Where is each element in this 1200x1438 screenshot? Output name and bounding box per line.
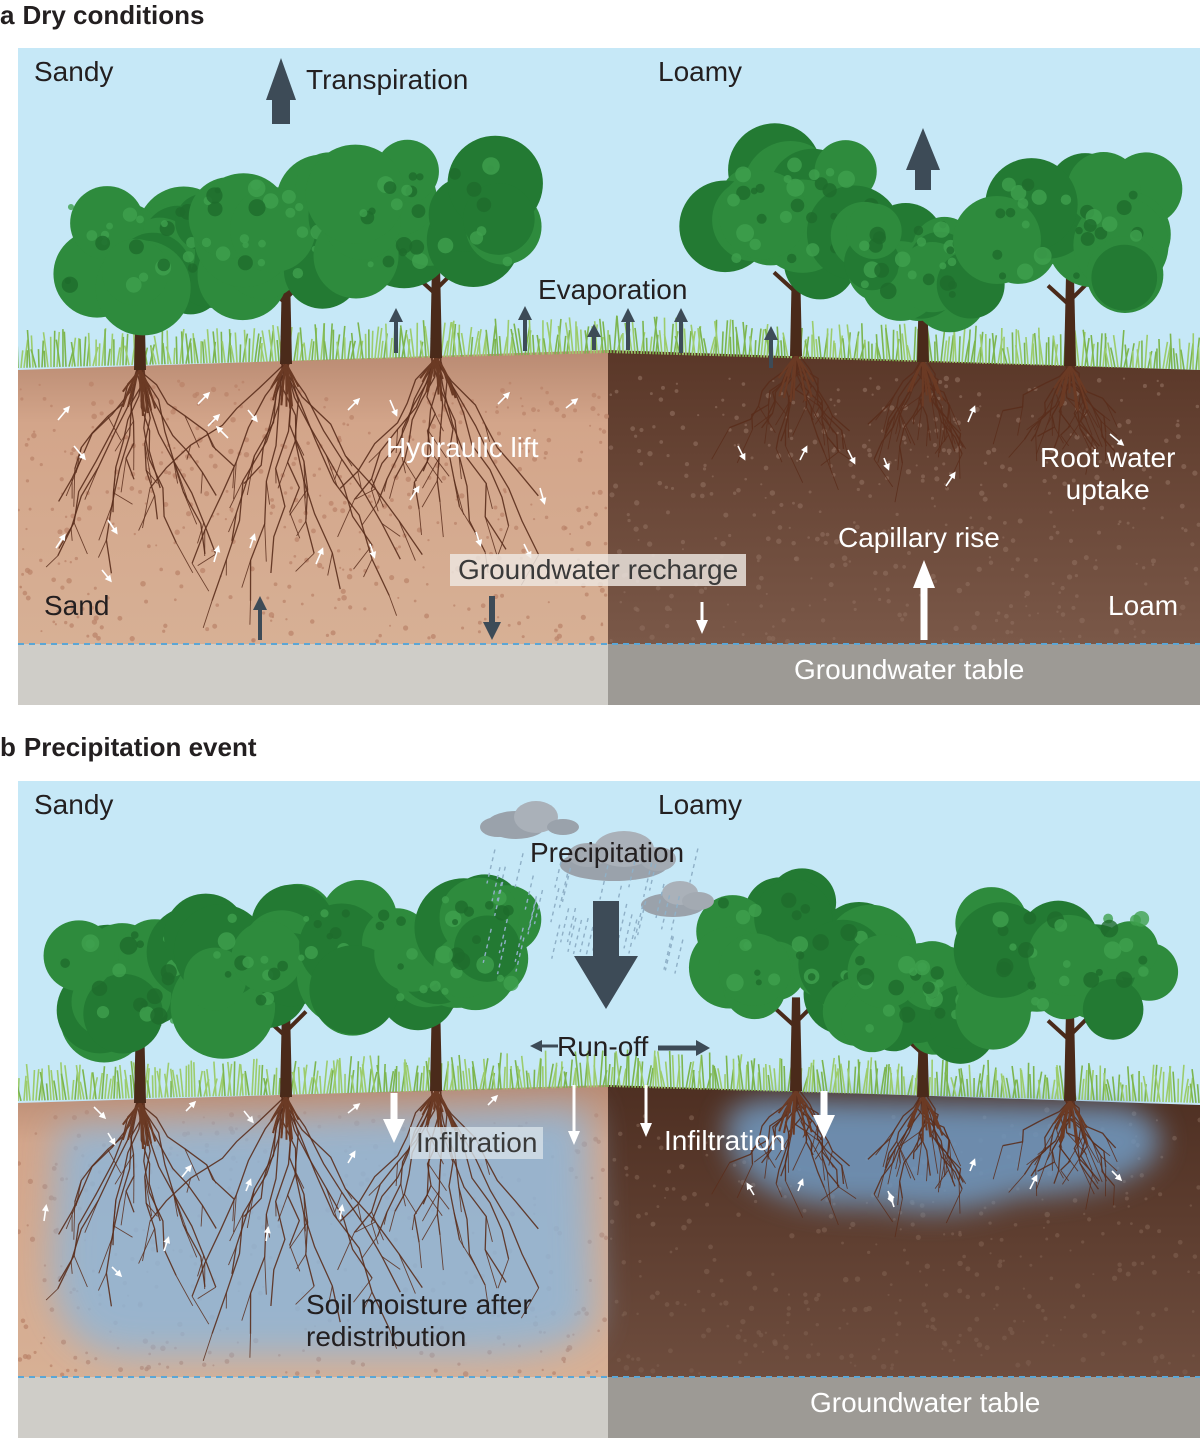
tree-icon bbox=[309, 874, 542, 1091]
panel-a-diagram: Sandy Loamy Transpiration Evaporation Hy… bbox=[18, 48, 1200, 705]
label-sandy: Sandy bbox=[34, 56, 114, 87]
root-icon bbox=[711, 1090, 857, 1226]
root-icon bbox=[45, 369, 235, 574]
water-flow-arrows bbox=[41, 1094, 1123, 1278]
root-icon bbox=[992, 365, 1118, 475]
panel-a-title: Dry conditions bbox=[22, 0, 205, 30]
label-run-off: Run-off bbox=[557, 1031, 649, 1062]
runoff-arrow-left-icon bbox=[530, 1040, 542, 1052]
cloud-icon bbox=[480, 801, 579, 839]
panel-b-diagram: Sandy Loamy Precipitation Run-off Infilt… bbox=[18, 781, 1200, 1438]
root-icon bbox=[711, 355, 857, 491]
label-infiltration-loamy: Infiltration bbox=[664, 1125, 786, 1156]
bedrock-left bbox=[18, 1377, 608, 1438]
label-sandy: Sandy bbox=[34, 789, 114, 820]
root-icon bbox=[867, 1096, 967, 1238]
root-icon bbox=[867, 361, 967, 503]
label-transpiration: Transpiration bbox=[306, 64, 469, 95]
label-loamy: Loamy bbox=[658, 56, 743, 87]
panel-b-illustration bbox=[18, 781, 1200, 1438]
panel-a-letter: a bbox=[0, 0, 15, 30]
tree-icon bbox=[952, 152, 1183, 366]
bedrock-left bbox=[18, 644, 608, 705]
tree-icon bbox=[953, 887, 1179, 1101]
label-groundwater-recharge: Groundwater recharge bbox=[450, 554, 747, 586]
root-icon bbox=[992, 1100, 1118, 1210]
panel-b-letter: b bbox=[0, 732, 16, 762]
root-icon bbox=[142, 1096, 423, 1362]
label-loam: Loam bbox=[1108, 590, 1179, 621]
infiltration-arrows bbox=[383, 1085, 835, 1145]
panel-b-title: Precipitation event bbox=[23, 732, 257, 762]
root-icon bbox=[45, 1102, 235, 1307]
runoff-arrow-right-icon bbox=[696, 1040, 710, 1056]
label-loamy: Loamy bbox=[658, 789, 743, 820]
label-precipitation: Precipitation bbox=[530, 837, 685, 868]
label-evaporation: Evaporation bbox=[538, 274, 688, 305]
panel-a-illustration bbox=[18, 48, 1200, 705]
tree-icon bbox=[305, 135, 543, 358]
bedrock-right bbox=[608, 644, 1200, 705]
cloud-icon bbox=[560, 831, 676, 881]
transpiration-arrow-icon bbox=[906, 128, 940, 190]
evaporation-arrows bbox=[389, 306, 778, 368]
root-icon bbox=[337, 357, 540, 586]
label-groundwater-table: Groundwater table bbox=[810, 1387, 1041, 1418]
label-hydraulic-lift: Hydraulic lift bbox=[386, 432, 539, 463]
water-flow-arrows bbox=[55, 391, 1125, 583]
precipitation-arrow-icon bbox=[574, 901, 638, 1009]
transpiration-arrow-icon bbox=[266, 58, 296, 124]
label-infiltration-sandy: Infiltration bbox=[410, 1127, 544, 1159]
label-groundwater-table: Groundwater table bbox=[794, 654, 1025, 685]
label-capillary-rise: Capillary rise bbox=[838, 522, 1000, 553]
label-sand: Sand bbox=[44, 590, 110, 621]
root-icon bbox=[337, 1090, 540, 1319]
bedrock-right bbox=[608, 1377, 1200, 1438]
root-icon bbox=[142, 363, 423, 629]
